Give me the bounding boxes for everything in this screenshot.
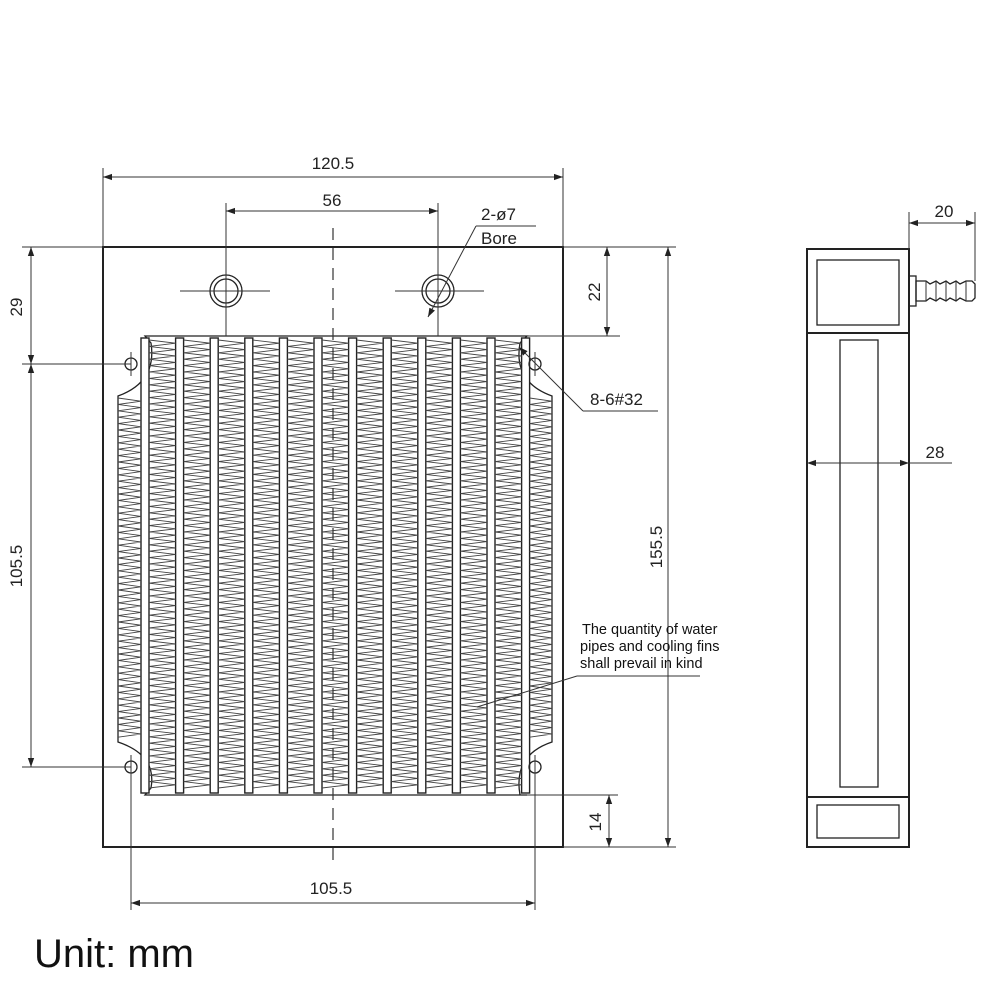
note-line-2: pipes and cooling fins <box>580 639 719 655</box>
dim-left-offset: 29 <box>7 246 131 365</box>
fin-zigzag <box>391 339 418 789</box>
side-body-outline <box>806 248 910 848</box>
note-line-3: shall prevail in kind <box>580 656 703 672</box>
barb-fitting-icon <box>908 275 976 307</box>
fin-zigzag <box>425 339 453 789</box>
water-tube <box>520 337 531 794</box>
dim-text-overall-height: 155.5 <box>647 526 666 569</box>
water-tube <box>140 337 150 794</box>
note-leader: The quantity of water pipes and cooling … <box>476 622 719 708</box>
dim-text-left-offset: 29 <box>7 298 26 317</box>
mount-hole-top-right <box>528 352 542 376</box>
water-tube <box>486 337 496 794</box>
mount-hole-bottom-right <box>528 755 542 910</box>
radiator-plate-outline <box>102 246 564 848</box>
water-tube <box>278 337 289 794</box>
fin-zigzag <box>494 339 522 789</box>
bore-count-text: 2-ø7 <box>481 205 516 224</box>
dim-overall-height: 155.5 <box>563 246 676 848</box>
cooling-fins <box>117 339 553 789</box>
dim-fitting-length: 20 <box>908 202 976 281</box>
note-line-1: The quantity of water <box>582 622 718 638</box>
fin-zigzag <box>321 339 349 789</box>
water-tube <box>451 337 462 794</box>
bore-hole-right <box>395 274 484 308</box>
mount-hole-bottom-left <box>124 755 138 910</box>
mount-spec-text: 8-6#32 <box>590 390 643 409</box>
side-view: 20 28 <box>806 202 976 848</box>
fin-zigzag <box>252 339 280 789</box>
fin-zigzag <box>218 339 245 789</box>
leader-bore: 2-ø7 Bore <box>427 205 536 318</box>
dim-text-hole-spacing: 56 <box>323 191 342 210</box>
dim-text-fitting-length: 20 <box>935 202 954 221</box>
side-tank-bottom <box>816 804 900 839</box>
water-tube <box>313 337 323 794</box>
dim-mount-spacing-horizontal: 105.5 <box>131 879 535 907</box>
fin-zigzag <box>148 339 176 789</box>
fin-zigzag <box>356 339 384 789</box>
dim-text-mount-spacing-vertical: 105.5 <box>7 545 26 588</box>
dim-bottom-offset: 14 <box>527 794 618 848</box>
water-tubes <box>140 337 531 794</box>
front-view: 120.5 56 2-ø7 Bore 22 29 <box>7 154 719 910</box>
dim-text-thickness: 28 <box>926 443 945 462</box>
leader-mount-spec: 8-6#32 <box>518 346 658 412</box>
dim-text-overall-width: 120.5 <box>312 154 355 173</box>
dim-thickness: 28 <box>807 443 952 467</box>
water-tube <box>174 337 185 794</box>
water-tube <box>209 337 219 794</box>
water-tube <box>382 337 392 794</box>
water-tube <box>244 337 254 794</box>
side-core-slot <box>839 339 879 788</box>
dim-top-offset: 22 <box>527 246 620 337</box>
side-tank-top <box>816 259 900 326</box>
dim-text-bottom-offset: 14 <box>586 813 605 832</box>
fin-zigzag <box>460 339 488 789</box>
fin-zigzag <box>183 339 211 789</box>
fin-zigzag <box>287 339 315 789</box>
fin-zigzag <box>529 397 553 738</box>
bore-label-text: Bore <box>481 229 517 248</box>
dim-text-mount-spacing-horizontal: 105.5 <box>310 879 353 898</box>
dim-hole-spacing: 56 <box>225 191 439 336</box>
water-tube <box>417 337 427 794</box>
dim-overall-width: 120.5 <box>102 154 564 247</box>
bore-hole-left <box>180 274 270 308</box>
unit-label: Unit: mm <box>34 932 194 976</box>
dim-mount-spacing-vertical: 105.5 <box>7 364 131 768</box>
fin-zigzag <box>117 397 142 738</box>
dim-text-top-offset: 22 <box>585 283 604 302</box>
water-tube <box>347 337 358 794</box>
